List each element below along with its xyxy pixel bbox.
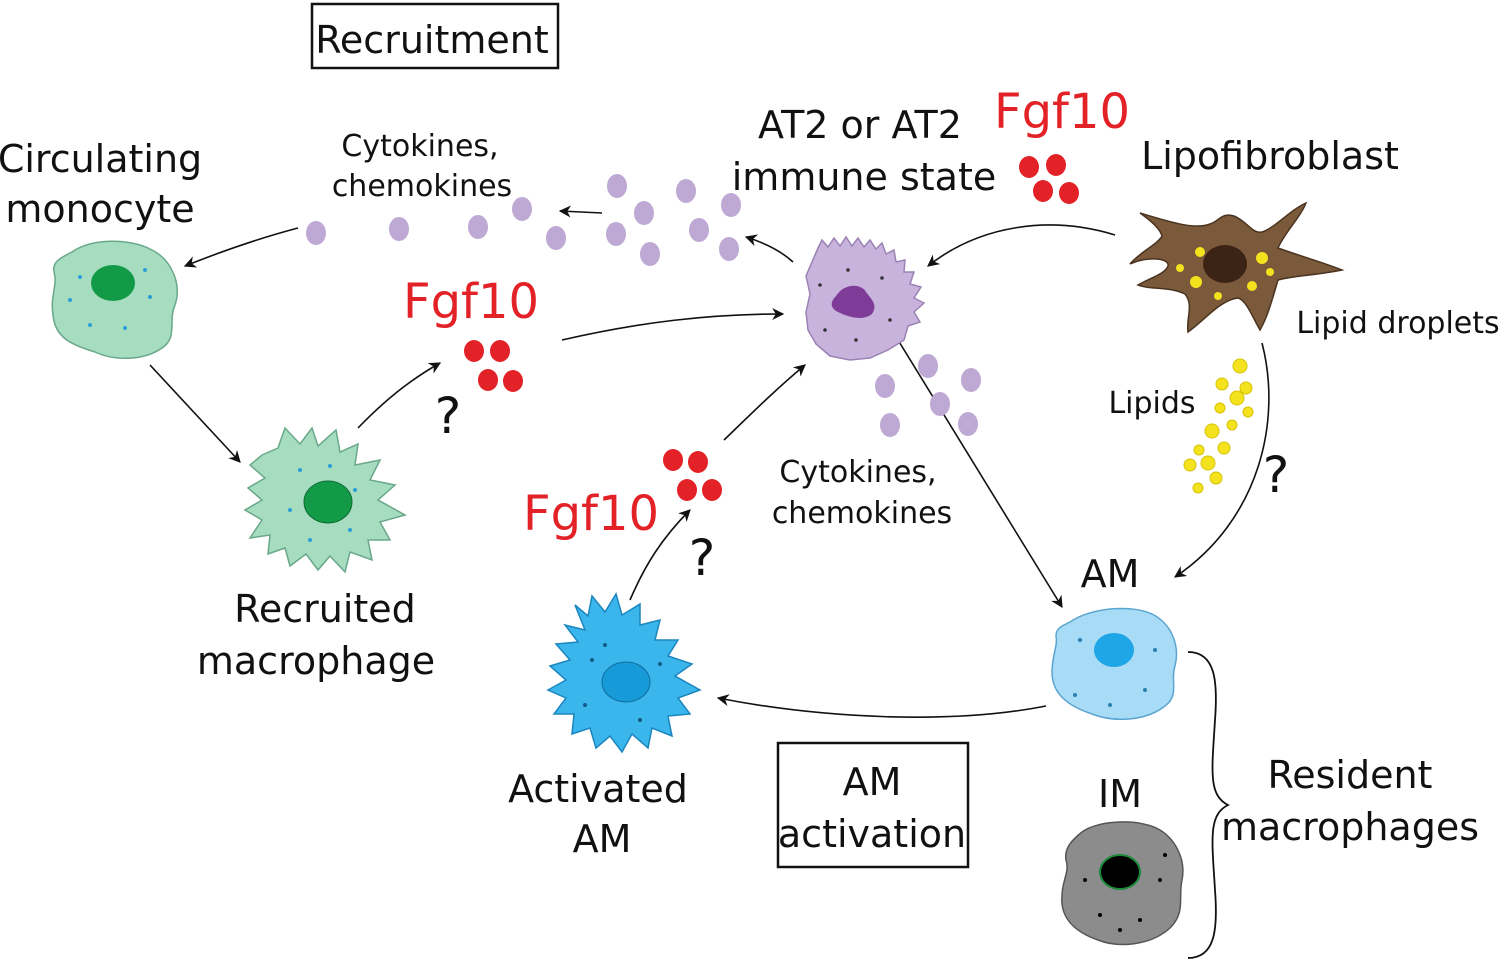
activated-am-cell bbox=[546, 592, 702, 754]
lipid-droplet-dots bbox=[1176, 247, 1274, 300]
fgf10-dots-low bbox=[663, 449, 722, 501]
question-mark-1: ? bbox=[435, 387, 462, 445]
arrow-fgf10-to-at2-lower bbox=[723, 364, 806, 441]
recruited-macrophage-label-1: Recruited bbox=[234, 587, 416, 631]
cytokine-dots-mid bbox=[875, 354, 981, 437]
fgf10-low-label: Fgf10 bbox=[523, 486, 659, 542]
lipids-label: Lipids bbox=[1108, 386, 1195, 421]
question-mark-2: ? bbox=[1263, 446, 1290, 504]
activated-am-label-1: Activated bbox=[508, 767, 688, 811]
arrow-at2-to-cytokines bbox=[744, 234, 794, 263]
at2-label-1: AT2 or AT2 bbox=[758, 103, 962, 147]
arrow-lipofibroblast-to-at2 bbox=[927, 224, 1116, 267]
am-activation-box: AM activation bbox=[776, 741, 970, 869]
im-cell bbox=[1061, 821, 1184, 946]
lipid-droplets-label: Lipid droplets bbox=[1296, 306, 1499, 341]
at2-cell bbox=[805, 235, 926, 361]
fgf10-top-label: Fgf10 bbox=[994, 84, 1130, 140]
cytokines-mid-label-2: chemokines bbox=[772, 496, 952, 531]
arrow-dots-leftward bbox=[558, 205, 603, 218]
at2-nucleus bbox=[831, 285, 875, 318]
cytokines-top-label-1: Cytokines, bbox=[341, 129, 498, 164]
labels: Circulating monocyte Cytokines, chemokin… bbox=[0, 84, 1500, 861]
lipid-dots bbox=[1183, 358, 1254, 494]
question-mark-3: ? bbox=[689, 529, 716, 587]
circulating-monocyte-label-2: monocyte bbox=[5, 187, 194, 231]
monocyte-nucleus bbox=[91, 265, 135, 301]
activated-am-nucleus bbox=[601, 661, 651, 703]
recruited-macrophage-cell bbox=[243, 426, 407, 574]
im-label: IM bbox=[1098, 772, 1142, 816]
arrow-activated-to-fgf10 bbox=[629, 509, 691, 601]
resident-macrophages-label-1: Resident bbox=[1268, 753, 1433, 797]
fgf10-dots-mid bbox=[464, 340, 523, 392]
fgf10-mid-label: Fgf10 bbox=[403, 274, 539, 330]
recruitment-label: Recruitment bbox=[315, 18, 549, 62]
fgf10-dots-top bbox=[1019, 154, 1079, 204]
arrow-at2-to-am bbox=[897, 339, 1063, 609]
resident-macrophages-brace bbox=[1187, 651, 1231, 959]
am-activation-label-2: activation bbox=[778, 812, 966, 856]
arrow-fgf10-to-at2 bbox=[561, 308, 785, 341]
am-cell bbox=[1051, 607, 1178, 720]
recruited-macrophage-label-2: macrophage bbox=[197, 639, 435, 683]
circulating-monocyte-cell bbox=[51, 240, 178, 359]
arrow-cytokines-to-monocyte bbox=[183, 227, 299, 268]
am-label: AM bbox=[1081, 552, 1140, 596]
arrow-am-to-activated bbox=[716, 694, 1047, 718]
at2-label-2: immune state bbox=[732, 155, 996, 199]
arrows bbox=[149, 205, 1270, 718]
lipofibroblast-cell bbox=[1129, 201, 1345, 334]
activated-am-label-2: AM bbox=[573, 817, 632, 861]
cytokine-dots-top bbox=[306, 174, 741, 266]
im-nucleus bbox=[1099, 854, 1141, 890]
circulating-monocyte-label-1: Circulating bbox=[0, 137, 202, 181]
lipofibroblast-nucleus bbox=[1203, 245, 1247, 283]
lipofibroblast-label: Lipofibroblast bbox=[1141, 134, 1399, 178]
cytokines-mid-label-1: Cytokines, bbox=[779, 455, 936, 490]
arrow-lipids-to-am bbox=[1174, 342, 1270, 578]
am-activation-label-1: AM bbox=[843, 760, 902, 804]
recruited-macrophage-nucleus bbox=[303, 480, 353, 524]
cytokines-top-label-2: chemokines bbox=[332, 169, 512, 204]
resident-macrophages-label-2: macrophages bbox=[1221, 805, 1479, 849]
arrow-monocyte-to-recruited bbox=[149, 364, 241, 463]
arrow-recruited-to-fgf10 bbox=[357, 362, 442, 429]
am-nucleus bbox=[1094, 633, 1134, 667]
recruitment-box: Recruitment bbox=[310, 2, 560, 70]
